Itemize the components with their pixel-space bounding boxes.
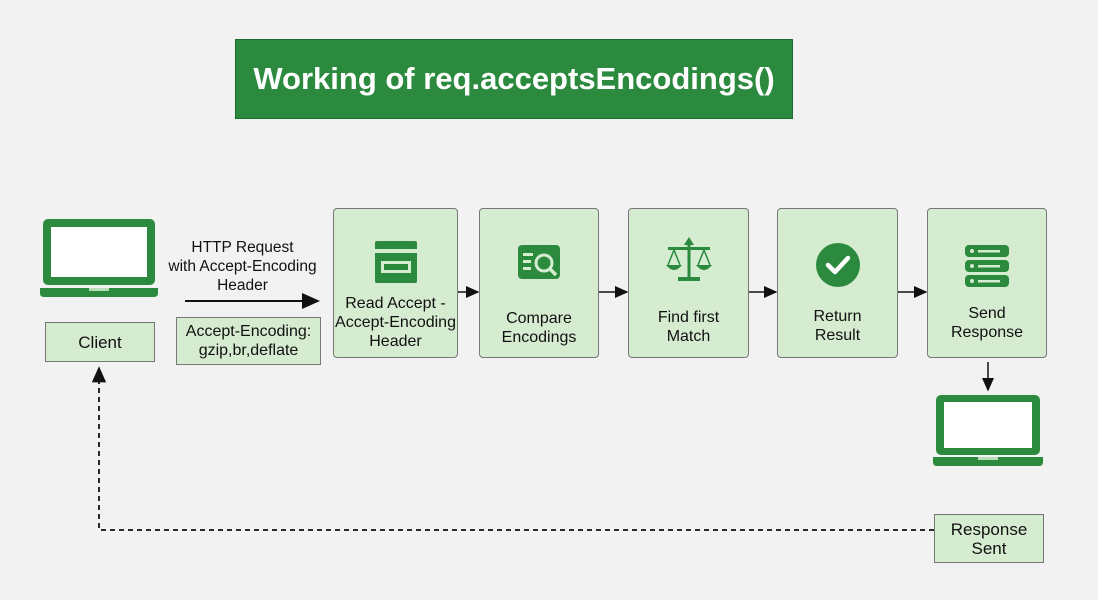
server-icon xyxy=(965,245,1009,287)
response-laptop-icon xyxy=(933,395,1043,466)
step-compare-encodings: Compare Encodings xyxy=(479,208,599,358)
step-send-response: Send Response xyxy=(927,208,1047,358)
step-find-first-match: Find first Match xyxy=(628,208,749,358)
header-value-box: Accept-Encoding: gzip,br,deflate xyxy=(176,317,321,365)
http-request-label: HTTP Request with Accept-Encoding Header xyxy=(168,239,317,294)
client-label: Client xyxy=(45,322,155,362)
step-read-header: Read Accept - Accept-Encoding Header xyxy=(333,208,458,358)
header-document-icon xyxy=(374,241,417,283)
balance-scale-icon xyxy=(665,237,712,281)
client-laptop-icon xyxy=(40,219,158,297)
response-sent-label: Response Sent xyxy=(934,514,1044,563)
check-circle-icon xyxy=(815,243,860,287)
diagram-title: Working of req.acceptsEncodings() xyxy=(235,39,793,119)
step-return-result: Return Result xyxy=(777,208,898,358)
return-dashed-path xyxy=(91,366,934,531)
search-compare-icon xyxy=(518,245,560,279)
